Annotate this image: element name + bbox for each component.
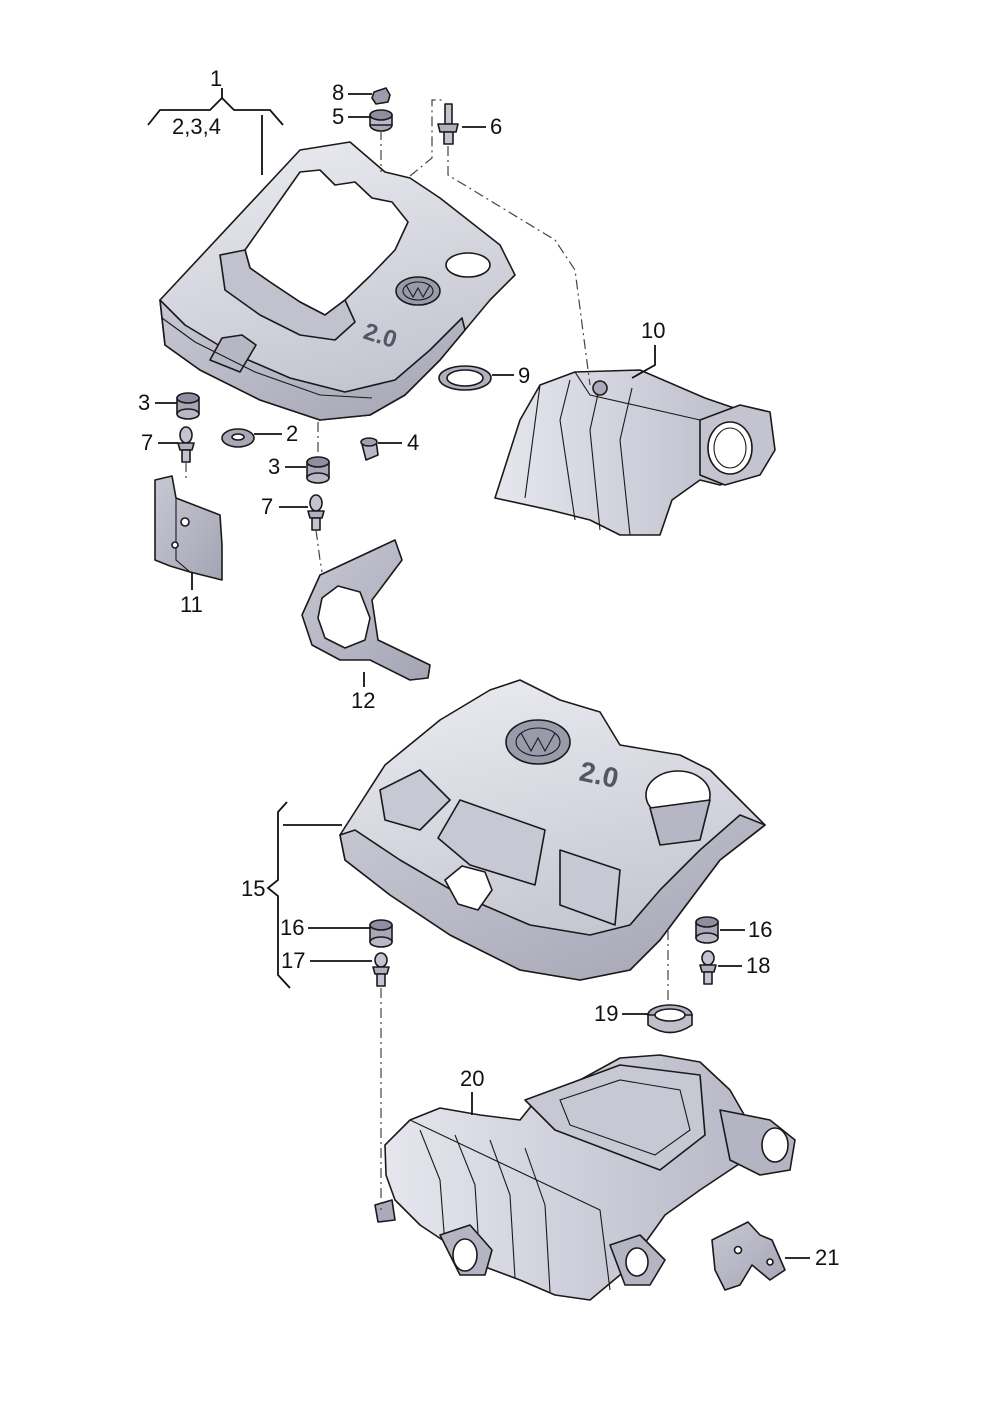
label-18: 18 <box>746 953 770 978</box>
label-6: 6 <box>490 114 502 139</box>
part-2-grommet <box>221 428 255 448</box>
part-7-stud-center <box>307 494 325 531</box>
label-7-center: 7 <box>261 494 273 519</box>
label-3-left: 3 <box>138 390 150 415</box>
label-12: 12 <box>351 688 375 713</box>
label-1-subparts: 2,3,4 <box>172 114 221 139</box>
alignment-lines <box>185 99 669 1210</box>
label-16-left: 16 <box>280 915 304 940</box>
label-19: 19 <box>594 1001 618 1026</box>
label-2: 2 <box>286 421 298 446</box>
part-8-nut <box>371 87 391 105</box>
label-16-right: 16 <box>748 917 772 942</box>
part-3-grommet-left <box>176 392 200 420</box>
label-17: 17 <box>281 948 305 973</box>
label-5: 5 <box>332 104 344 129</box>
callout-labels: 1 2,3,4 8 5 6 9 10 3 2 7 4 3 7 11 12 15 … <box>138 66 839 1270</box>
label-9: 9 <box>518 363 530 388</box>
label-11: 11 <box>180 592 203 617</box>
label-8: 8 <box>332 80 344 105</box>
part-7-stud-left <box>177 426 195 463</box>
part-12-support-bracket <box>301 539 431 681</box>
engine-cover-upper: 2.0 <box>159 141 516 421</box>
label-1: 1 <box>210 66 222 91</box>
label-3-center: 3 <box>268 454 280 479</box>
label-20: 20 <box>460 1066 484 1091</box>
vw-logo-upper <box>395 276 441 306</box>
part-18-stud <box>699 950 717 985</box>
label-7-left: 7 <box>141 430 153 455</box>
part-6-stud <box>437 103 459 145</box>
part-16-grommet-right <box>695 916 719 944</box>
label-10: 10 <box>641 318 665 343</box>
part-11-bracket <box>154 475 223 581</box>
label-21: 21 <box>815 1245 839 1270</box>
part-21-bracket <box>711 1221 786 1291</box>
vw-logo-lower <box>505 719 571 765</box>
label-4: 4 <box>407 430 419 455</box>
part-4-plug <box>360 437 379 461</box>
label-15: 15 <box>241 876 265 901</box>
part-9-seal-ring <box>438 365 492 391</box>
intake-manifold-assembly <box>374 1054 796 1301</box>
part-19-seal-ring <box>647 1004 693 1034</box>
leader-lines <box>147 88 810 1259</box>
engine-cover-lower: 2.0 <box>339 679 766 981</box>
part-16-grommet-left <box>369 919 393 948</box>
part-3-grommet-center <box>306 456 330 484</box>
intake-manifold-upper <box>494 369 776 536</box>
part-17-stud <box>372 952 390 987</box>
part-5-grommet <box>369 109 393 132</box>
